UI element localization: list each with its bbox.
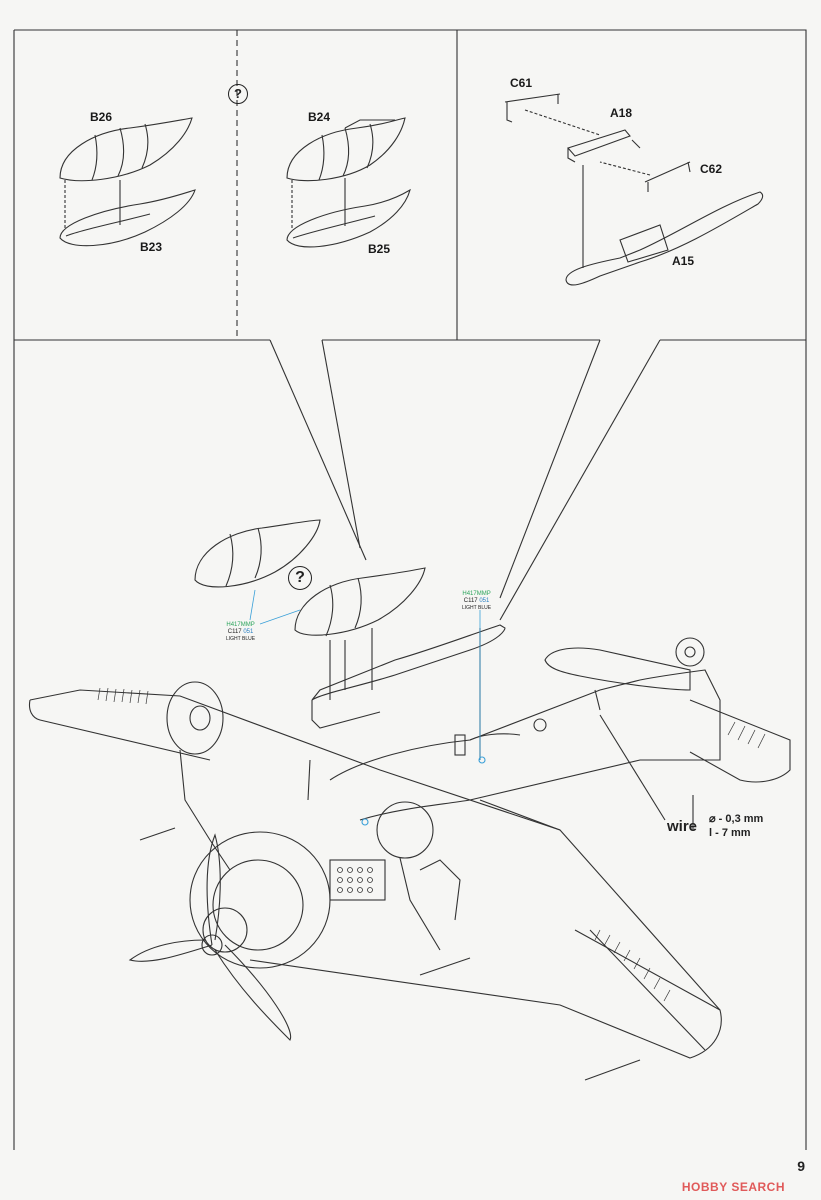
part-label-b25: B25	[368, 242, 391, 256]
paint-code-h: H417MMP	[462, 591, 491, 597]
wire-label: wire	[667, 818, 698, 835]
paint-code-c: C117	[463, 598, 478, 604]
paint-name: LIGHT BLUE	[226, 636, 256, 642]
page-number: 9	[797, 1158, 805, 1174]
part-label-b26: B26	[90, 110, 113, 124]
paint-code-g: 051	[243, 629, 254, 635]
panel1-parts	[59, 117, 196, 247]
paint-callout-1: H417MMP C117 051 LIGHT BLUE	[226, 622, 255, 643]
panel2-parts	[286, 117, 411, 248]
part-label-c61: C61	[510, 76, 533, 90]
watermark: HOBBY SEARCH	[681, 1180, 785, 1194]
aircraft-model	[28, 519, 791, 1081]
wire-length: l - 7 mm	[709, 827, 751, 839]
part-label-a15: A15	[672, 254, 695, 268]
paint-code-c: C117	[227, 629, 242, 635]
part-label-b24: B24	[308, 110, 331, 124]
part-label-c62: C62	[700, 162, 723, 176]
question-mark-icon: ?	[228, 84, 248, 104]
paint-code-h: H417MMP	[226, 622, 255, 628]
paint-name: LIGHT BLUE	[462, 605, 492, 611]
part-label-b23: B23	[140, 240, 163, 254]
top-frame	[14, 29, 807, 340]
question-mark-icon-model: ?	[288, 566, 312, 590]
wire-spec: wire ⌀ - 0,3 mm l - 7 mm	[667, 813, 763, 839]
part-label-a18: A18	[610, 106, 633, 120]
paint-callout-2: H417MMP C117 051 LIGHT BLUE	[462, 591, 491, 612]
panel3-parts	[504, 93, 764, 286]
wire-diameter: ⌀ - 0,3 mm	[709, 813, 764, 825]
paint-code-g: 051	[479, 598, 490, 604]
